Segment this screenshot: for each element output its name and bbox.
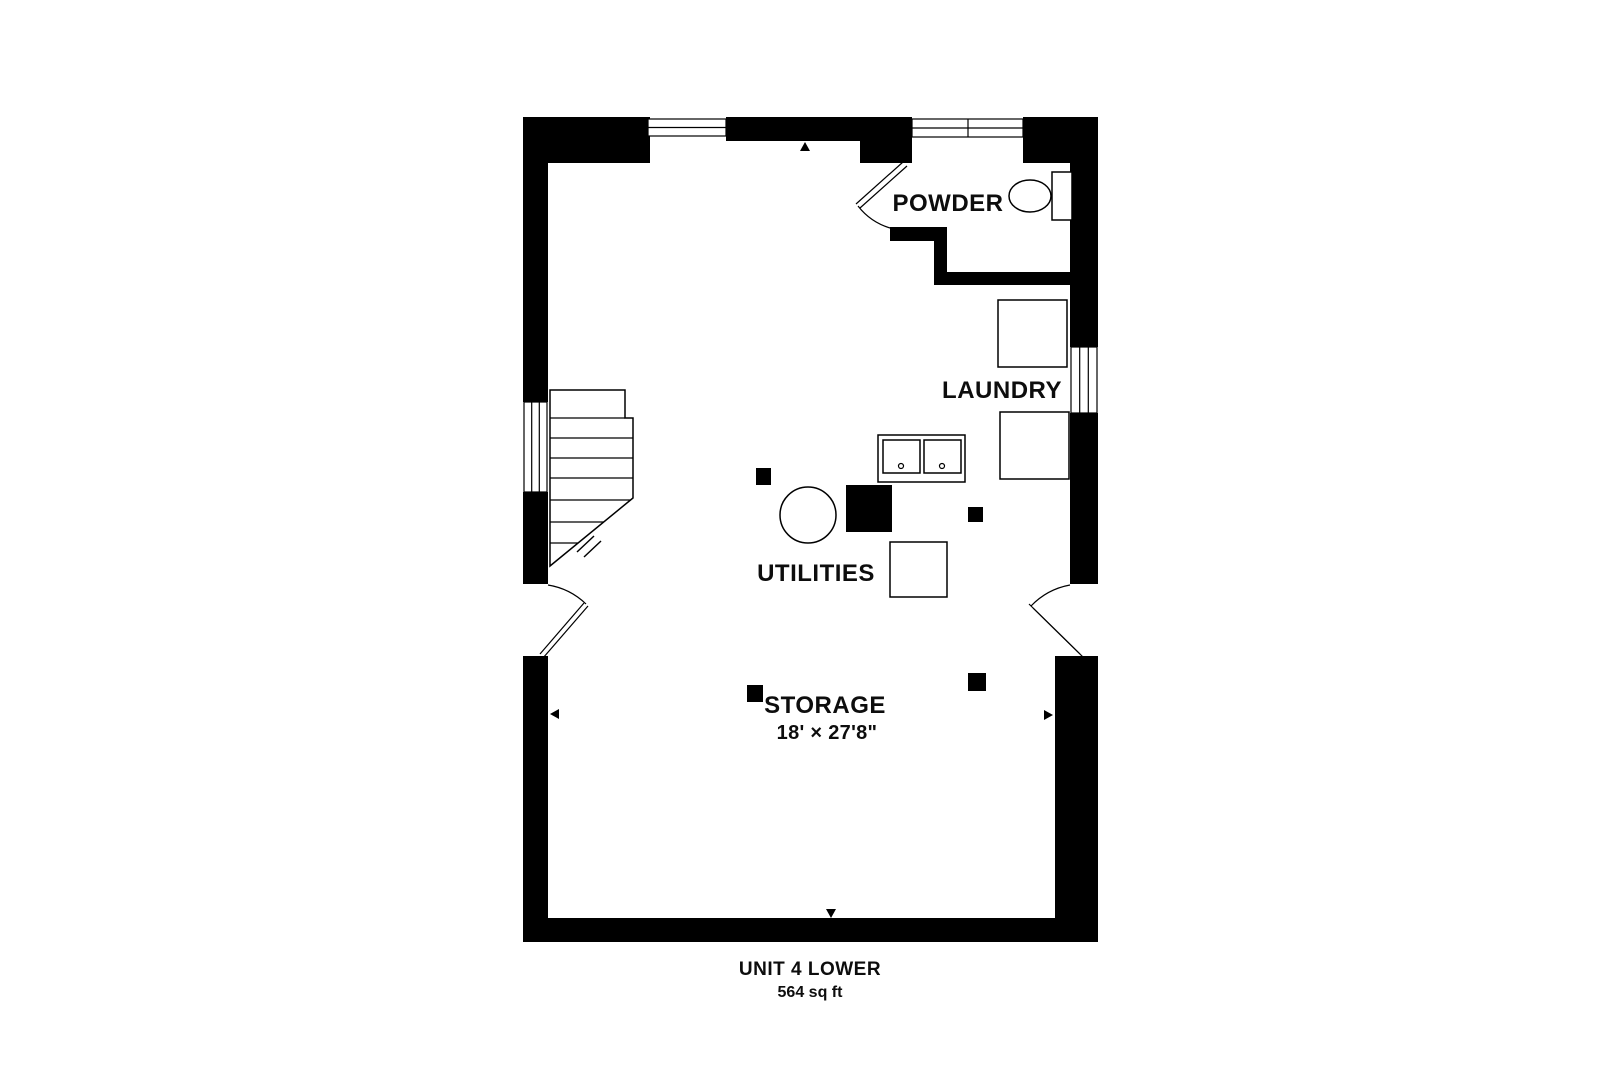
wall-top-right-block — [1023, 117, 1098, 163]
door-powder — [855, 161, 908, 229]
laundry-label: LAUNDRY — [942, 377, 1062, 404]
staircase-break-symbol — [576, 535, 602, 558]
window-stairwell — [523, 401, 548, 493]
utility-equipment — [889, 541, 948, 598]
post-utilities-left — [756, 468, 771, 485]
toilet-bowl — [1008, 179, 1052, 213]
wall-right-upper — [1070, 163, 1098, 347]
wall-left-lower — [523, 656, 548, 942]
wall-left-upper — [523, 117, 548, 402]
storage-label: STORAGE — [764, 692, 886, 719]
plan-caption: UNIT 4 LOWER 564 sq ft — [739, 959, 881, 1001]
entry-markers — [550, 142, 1053, 918]
post-storage-left — [747, 685, 763, 702]
room-labels: POWDER LAUNDRY UTILITIES STORAGE 18' × 2… — [757, 190, 1062, 744]
fixtures — [747, 171, 1073, 702]
wall-left-mid — [523, 492, 548, 584]
staircase-treads — [550, 417, 633, 544]
plan-title: UNIT 4 LOWER — [739, 959, 881, 980]
entry-arrow-right — [1044, 710, 1053, 720]
toilet — [1008, 171, 1073, 221]
sink-basin-left — [882, 439, 921, 474]
windows — [523, 118, 1098, 493]
post-storage-right — [968, 673, 986, 691]
walls — [523, 117, 1098, 942]
window-powder — [911, 118, 1024, 138]
utilities-label: UTILITIES — [757, 560, 875, 587]
window-laundry — [1070, 346, 1098, 414]
laundry-machine-bottom — [999, 411, 1070, 480]
wall-right-lower — [1055, 656, 1098, 942]
sink-drain-right — [938, 462, 946, 470]
wall-powder-south-step — [934, 241, 947, 272]
entry-arrow-top — [800, 142, 810, 151]
wall-powder-south-east — [934, 272, 1070, 285]
entry-arrow-left — [550, 709, 559, 719]
staircase — [549, 389, 634, 568]
furnace-block — [846, 485, 892, 532]
staircase-outline — [549, 389, 634, 568]
toilet-tank — [1051, 171, 1073, 221]
doors — [539, 161, 1085, 659]
wall-powder-junction-block — [860, 117, 912, 163]
door-right — [1028, 584, 1085, 659]
wall-top-mid — [726, 117, 860, 141]
post-utilities-right — [968, 507, 983, 522]
door-left — [539, 584, 589, 659]
sink-drain-left — [897, 462, 905, 470]
powder-label: POWDER — [893, 190, 1004, 217]
wall-powder-south-west — [890, 227, 947, 241]
sink-basin-right — [923, 439, 962, 474]
storage-dimensions: 18' × 27'8" — [777, 722, 878, 744]
window-top-left — [647, 118, 727, 137]
laundry-machine-top — [997, 299, 1068, 368]
wall-right-mid — [1070, 413, 1098, 584]
entry-arrow-bottom — [826, 909, 836, 918]
wall-bottom — [523, 918, 1098, 942]
plan-area: 564 sq ft — [778, 984, 844, 1001]
utility-sink — [877, 434, 966, 483]
wall-top-left-block — [523, 117, 650, 163]
water-heater — [779, 486, 837, 544]
